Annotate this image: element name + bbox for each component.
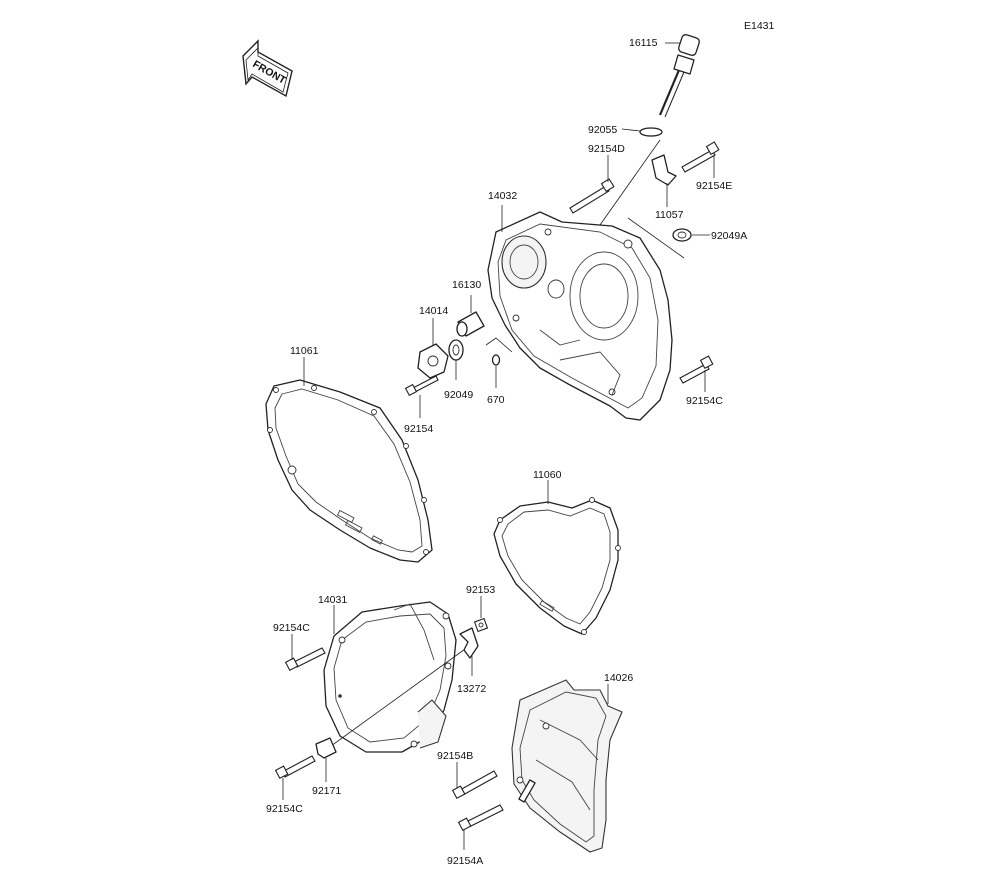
- diagram-code: E1431: [744, 20, 775, 32]
- part-14026-sprocket-cover: [511, 679, 623, 853]
- part-92049-seal: [448, 339, 464, 361]
- part-92154A-bolt: [457, 804, 504, 832]
- label-16130: 16130: [452, 279, 481, 291]
- part-92153-bolt: [473, 617, 489, 633]
- guide-line-seal: [627, 217, 685, 259]
- part-92154D-bolt: [569, 178, 615, 214]
- label-92154C-upper: 92154C: [686, 395, 723, 407]
- part-11057-bracket: [651, 154, 677, 186]
- part-92154E-bolt: [681, 141, 720, 173]
- label-11061: 11061: [290, 345, 319, 357]
- label-14026: 14026: [604, 672, 633, 684]
- part-92154C-bolt-left: [284, 647, 326, 672]
- label-16115: 16115: [629, 37, 658, 49]
- leader-92055: [621, 128, 641, 132]
- label-92154D: 92154D: [588, 143, 625, 155]
- label-92154B: 92154B: [437, 750, 473, 762]
- label-92154A: 92154A: [447, 855, 483, 867]
- part-670-o-ring: [491, 354, 501, 366]
- label-11060: 11060: [533, 469, 562, 481]
- label-14014: 14014: [419, 305, 448, 317]
- part-92154-bolt: [404, 375, 439, 397]
- label-92153: 92153: [466, 584, 495, 596]
- part-11061-gasket: [265, 379, 433, 563]
- label-92154E: 92154E: [696, 180, 732, 192]
- label-11057: 11057: [655, 209, 684, 221]
- part-11060-gasket: [493, 497, 621, 635]
- label-92171: 92171: [312, 785, 341, 797]
- part-92154C-bolt-upper: [679, 355, 714, 384]
- guide-line-670: [485, 337, 513, 353]
- label-92049A: 92049A: [711, 230, 747, 242]
- label-92154: 92154: [404, 423, 433, 435]
- part-16130-fitting: [456, 311, 485, 337]
- part-14032-clutch-cover: [487, 211, 673, 421]
- label-13272: 13272: [457, 683, 486, 695]
- guide-line-14031: [319, 643, 473, 755]
- label-92154C-left: 92154C: [273, 622, 310, 634]
- part-92154C-bolt-lower: [274, 755, 316, 780]
- guide-line-dipstick: [599, 139, 661, 226]
- part-92055-o-ring: [639, 127, 663, 137]
- label-92049: 92049: [444, 389, 473, 401]
- part-14014-cap: [417, 343, 449, 379]
- front-arrow-icon: FRONT: [242, 39, 293, 98]
- label-92055: 92055: [588, 124, 617, 136]
- label-670: 670: [487, 394, 505, 406]
- label-92154C-lower: 92154C: [266, 803, 303, 815]
- label-14031: 14031: [318, 594, 347, 606]
- part-92154B-bolt: [451, 770, 498, 800]
- part-92171-clamp: [315, 737, 337, 759]
- part-92049A-seal: [672, 228, 692, 242]
- part-16115-dipstick: [658, 34, 700, 118]
- label-14032: 14032: [488, 190, 517, 202]
- part-13272-clamp: [459, 627, 479, 659]
- part-14031-generator-cover: [323, 601, 457, 753]
